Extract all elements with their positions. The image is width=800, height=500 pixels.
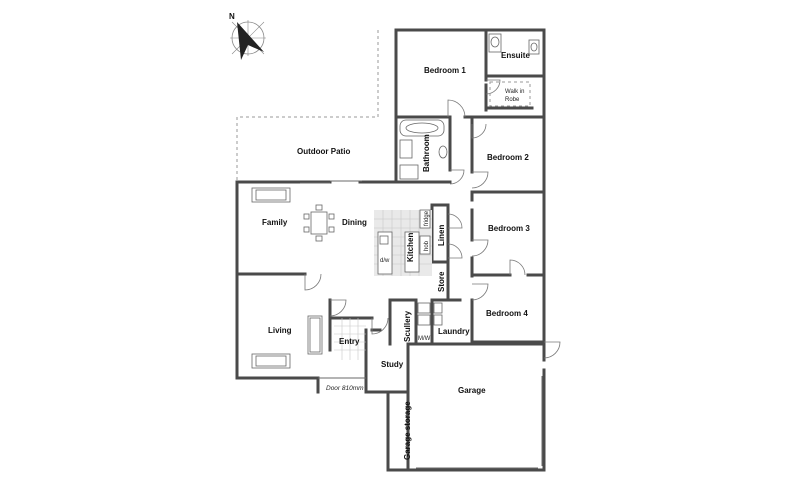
laundry-fixtures [417, 302, 443, 326]
room-label-entry: Entry [339, 337, 360, 346]
room-label-bedroom-2: Bedroom 2 [487, 153, 529, 162]
room-label-living: Living [268, 326, 292, 335]
fixture-label-dishwasher: d/w [380, 258, 390, 264]
fixture-label-microwave: M/W [418, 336, 431, 342]
compass-north-letter: N [229, 12, 235, 21]
room-label-study: Study [381, 360, 404, 369]
room-label-kitchen: Kitchen [406, 233, 415, 262]
door-swings [304, 79, 561, 359]
room-label-garage-storage: Garage storage [403, 401, 412, 460]
room-label-bedroom-4: Bedroom 4 [486, 309, 528, 318]
annotations: Door 810mm [326, 385, 364, 392]
north-compass: N [229, 12, 266, 60]
room-label-walk-in-robe-2: Robe [505, 97, 520, 103]
room-label-bedroom-1: Bedroom 1 [424, 66, 466, 75]
fixture-labels: fridge hob d/w M/W [380, 210, 431, 342]
room-label-family: Family [262, 218, 288, 227]
room-label-store: Store [437, 271, 446, 292]
room-label-linen: Linen [437, 225, 446, 246]
room-label-laundry: Laundry [438, 327, 470, 336]
fixture-label-hob: hob [424, 240, 430, 251]
fixture-label-fridge: fridge [424, 210, 430, 226]
garage-doors [416, 376, 543, 469]
room-label-bedroom-3: Bedroom 3 [488, 224, 530, 233]
outdoor-patio-boundary [236, 30, 379, 182]
door-width-annotation: Door 810mm [326, 385, 364, 392]
room-labels: Bedroom 1 Ensuite Walk in Robe Outdoor P… [262, 51, 530, 460]
wet-area-fixtures [399, 33, 540, 180]
sliding-doors [300, 180, 366, 379]
room-label-scullery: Scullery [403, 310, 412, 342]
room-label-walk-in-robe-1: Walk in [505, 89, 524, 95]
room-label-bathroom: Bathroom [422, 134, 431, 172]
compass-arrow-icon [237, 22, 264, 60]
room-label-ensuite: Ensuite [501, 51, 530, 60]
walls [235, 28, 546, 472]
room-label-dining: Dining [342, 218, 367, 227]
room-label-garage: Garage [458, 386, 486, 395]
furniture [251, 187, 335, 369]
kitchen-fixtures [377, 209, 431, 275]
room-label-outdoor-patio: Outdoor Patio [297, 147, 350, 156]
